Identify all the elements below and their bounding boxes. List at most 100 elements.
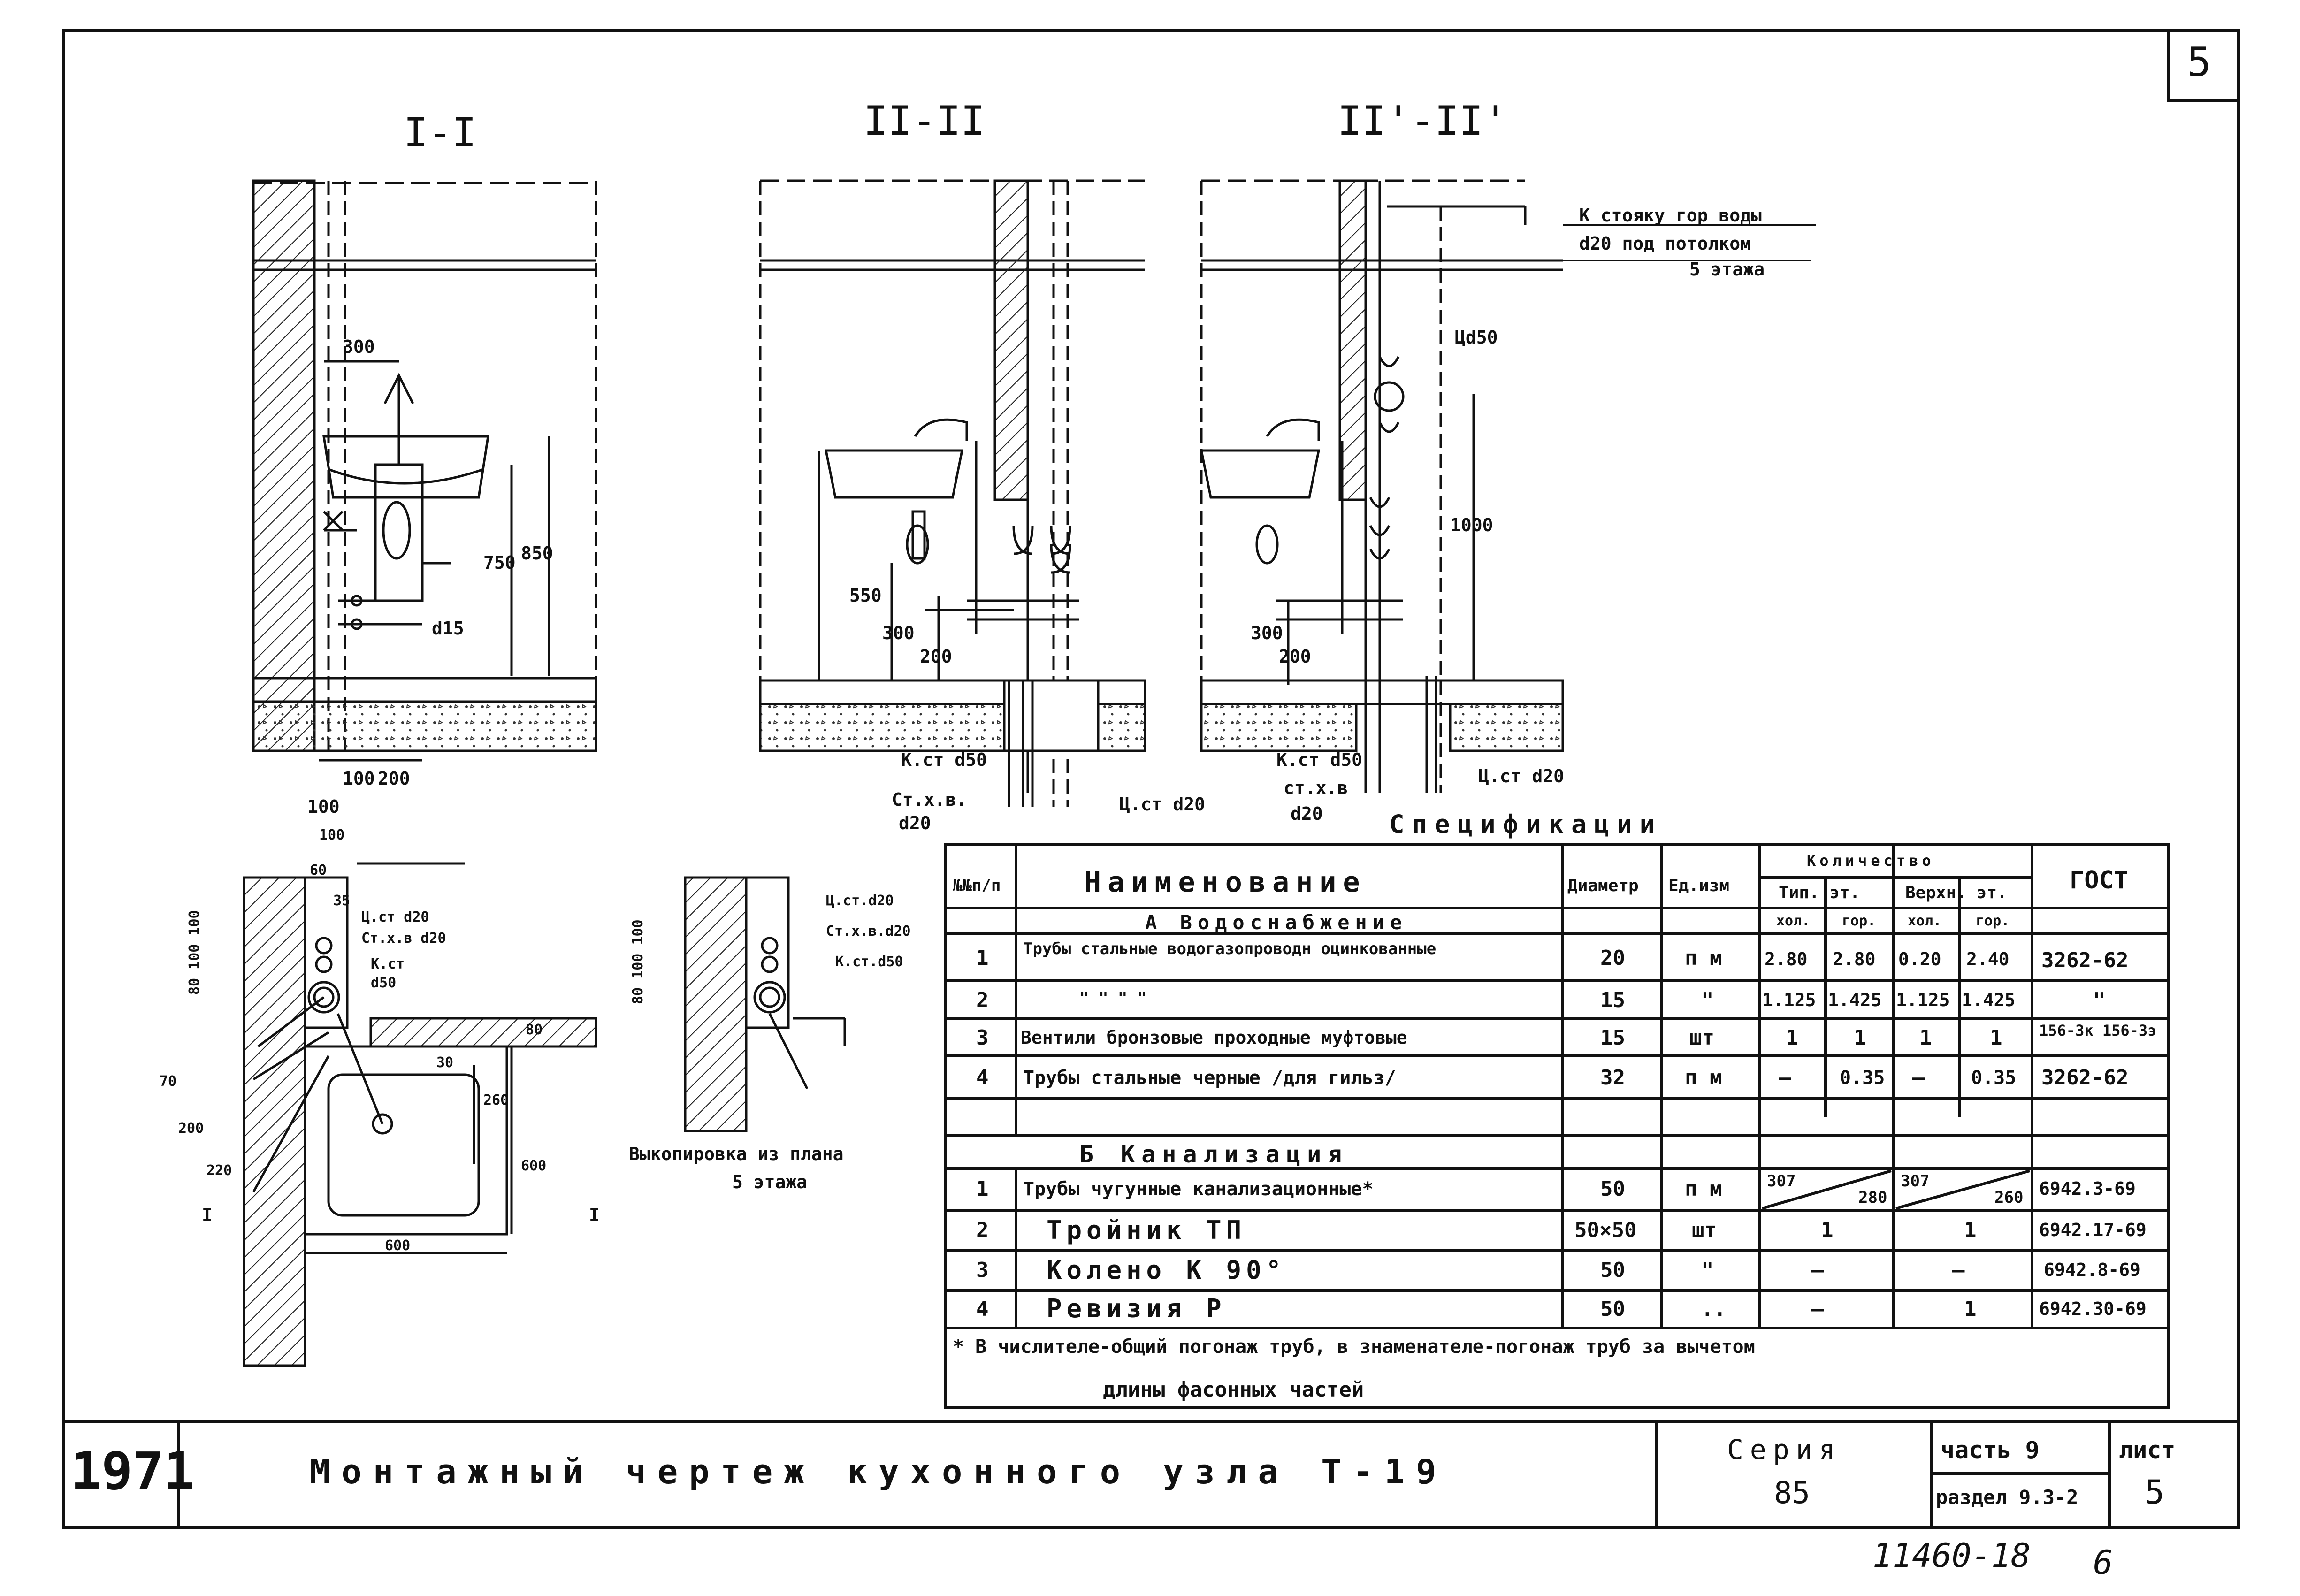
dim-300c: 300 — [1251, 623, 1283, 643]
spec-b1-q1b: 280 — [1858, 1188, 1887, 1207]
plan1-label-cst: Ц.ст d20 — [361, 909, 429, 925]
section-3-view — [1200, 179, 1564, 793]
spec-a1-no: 1 — [976, 946, 989, 970]
section-2-title: II-II — [863, 98, 985, 145]
spec-a3-no: 3 — [976, 1026, 989, 1050]
spec-a1-h1: 2.80 — [1833, 949, 1876, 970]
riser-note-line-3: 5 этажа — [1689, 259, 1765, 280]
sheet-label: лист — [2119, 1436, 2176, 1464]
spec-b3-gost: 6942.8-69 — [2044, 1260, 2140, 1280]
drawing-title: Монтажный чертеж кухонного узла Т-19 — [310, 1452, 1448, 1491]
spec-a2-gost: " — [2093, 988, 2106, 1012]
plan1-dim-220: 220 — [206, 1162, 232, 1179]
riser-note-line-2: d20 под потолком — [1579, 233, 1751, 254]
plan2-label-kst: К.ст.d50 — [835, 954, 903, 970]
label-stxv-b: ст.х.в — [1284, 778, 1348, 798]
spec-b4-name: Ревизия Р — [1047, 1294, 1226, 1323]
spec-head-qty: Количество — [1807, 852, 1935, 870]
spec-head-gost: ГОСТ — [2070, 866, 2129, 894]
plan1-dim-100: 100 — [319, 827, 345, 843]
plan1-label-stxv: Ст.х.в d20 — [361, 930, 446, 947]
sheet-frame — [62, 29, 2240, 1529]
spec-head-hot-2: гор. — [1976, 913, 2010, 929]
spec-a1-c1: 2.80 — [1765, 949, 1808, 970]
spec-title: Спецификации — [1389, 809, 1663, 839]
spec-a4-h2: 0.35 — [1971, 1067, 2017, 1089]
spec-b2-name: Тройник ТП — [1047, 1215, 1246, 1245]
spec-footnote-2: длины фасонных частей — [1103, 1378, 1364, 1402]
spec-b2-q1: 1 — [1821, 1218, 1834, 1242]
spec-b1-dia: 50 — [1600, 1177, 1625, 1201]
dim-850: 850 — [521, 543, 553, 564]
spec-a4-h1: 0.35 — [1840, 1067, 1885, 1089]
spec-a1-dia: 20 — [1600, 946, 1625, 970]
spec-head-cold: хол. — [1776, 913, 1811, 929]
spec-a4-c2: — — [1912, 1066, 1925, 1090]
spec-b1-q1a: 307 — [1767, 1172, 1796, 1191]
spec-b3-q2: — — [1952, 1258, 1965, 1282]
spec-section-a: А Водоснабжение — [1145, 911, 1408, 934]
dim-200c: 200 — [1279, 646, 1311, 667]
spec-a4-no: 4 — [976, 1066, 989, 1090]
section-1-view — [252, 179, 597, 762]
label-cst20-a: Ц.ст d20 — [1119, 794, 1206, 815]
section-1-title: I-I — [404, 109, 477, 156]
spec-b3-name: Колено К 90° — [1047, 1255, 1286, 1285]
spec-footnote-1: * В числителе-общий погонаж труб, в знам… — [953, 1336, 1755, 1358]
label-kst50-a: К.ст d50 — [901, 749, 987, 770]
label-stxv-a: Ст.х.в. — [892, 789, 967, 810]
spec-a4-unit: п м — [1685, 1066, 1722, 1090]
part-label: часть 9 — [1941, 1436, 2040, 1464]
label-cst20-b: Ц.ст d20 — [1478, 766, 1565, 787]
spec-a3-unit: шт — [1689, 1026, 1714, 1050]
plan1-dim-80b: 80 — [526, 1022, 543, 1038]
spec-b1-gost: 6942.3-69 — [2039, 1178, 2136, 1199]
plan2-caption-line-2: 5 этажа — [732, 1172, 808, 1192]
spec-a4-dia: 32 — [1600, 1066, 1625, 1090]
dim-300b: 300 — [882, 623, 915, 643]
spec-head-top: Верхн. эт. — [1905, 883, 2007, 902]
dim-100a: 100 — [343, 768, 375, 789]
plan1-dim-260: 260 — [483, 1092, 509, 1108]
dim-300: 300 — [343, 336, 375, 357]
sheet-number: 5 — [2187, 39, 2211, 86]
dim-dd50: Цd50 — [1455, 327, 1498, 348]
archive-suffix: 6 — [2093, 1543, 2113, 1582]
spec-b4-q2: 1 — [1964, 1297, 1977, 1321]
spec-a3-h2: 1 — [1990, 1026, 2002, 1050]
plan1-dim-600b: 600 — [385, 1237, 411, 1254]
spec-a2-no: 2 — [976, 988, 989, 1012]
spec-b1-q2a: 307 — [1901, 1172, 1930, 1191]
spec-b2-gost: 6942.17-69 — [2039, 1220, 2147, 1240]
spec-a3-c2: 1 — [1919, 1026, 1932, 1050]
sheet-value: 5 — [2145, 1473, 2165, 1512]
dim-100b: 100 — [307, 796, 340, 817]
label-kst50-b: К.ст d50 — [1276, 749, 1363, 770]
dim-750: 750 — [483, 552, 516, 573]
plan1-dim-600a: 600 — [521, 1158, 547, 1174]
spec-a2-c2: 1.125 — [1896, 990, 1950, 1010]
archive-number: 11460-18 — [1872, 1536, 2031, 1575]
spec-a2-h2: 1.425 — [1962, 990, 2016, 1010]
spec-b2-q2: 1 — [1964, 1218, 1977, 1242]
plan-1-view — [243, 862, 597, 1367]
spec-b4-no: 4 — [976, 1297, 989, 1321]
spec-b3-dia: 50 — [1600, 1258, 1625, 1282]
plan1-dim-35: 35 — [333, 893, 351, 909]
plan1-dim-80: 80 100 100 — [186, 910, 203, 995]
spec-a2-name: " " " " — [1079, 989, 1147, 1008]
dim-d15: d15 — [432, 618, 464, 639]
dim-550: 550 — [849, 585, 882, 606]
plan2-label-stxv: Ст.х.в.d20 — [826, 923, 911, 939]
dim-200a: 200 — [378, 768, 410, 789]
section-3-title: II'-II' — [1337, 98, 1508, 145]
spec-a1-c2: 0.20 — [1898, 949, 1941, 970]
spec-b3-unit: " — [1701, 1258, 1714, 1282]
spec-a3-dia: 15 — [1600, 1026, 1625, 1050]
riser-note-leader — [1563, 224, 1816, 261]
spec-a3-name: Вентили бронзовые проходные муфтовые — [1021, 1027, 1407, 1048]
stamp-year: 1971 — [70, 1441, 195, 1501]
spec-b4-dia: 50 — [1600, 1297, 1625, 1321]
spec-b4-q1: — — [1811, 1297, 1824, 1321]
series-value: 85 — [1774, 1476, 1811, 1511]
